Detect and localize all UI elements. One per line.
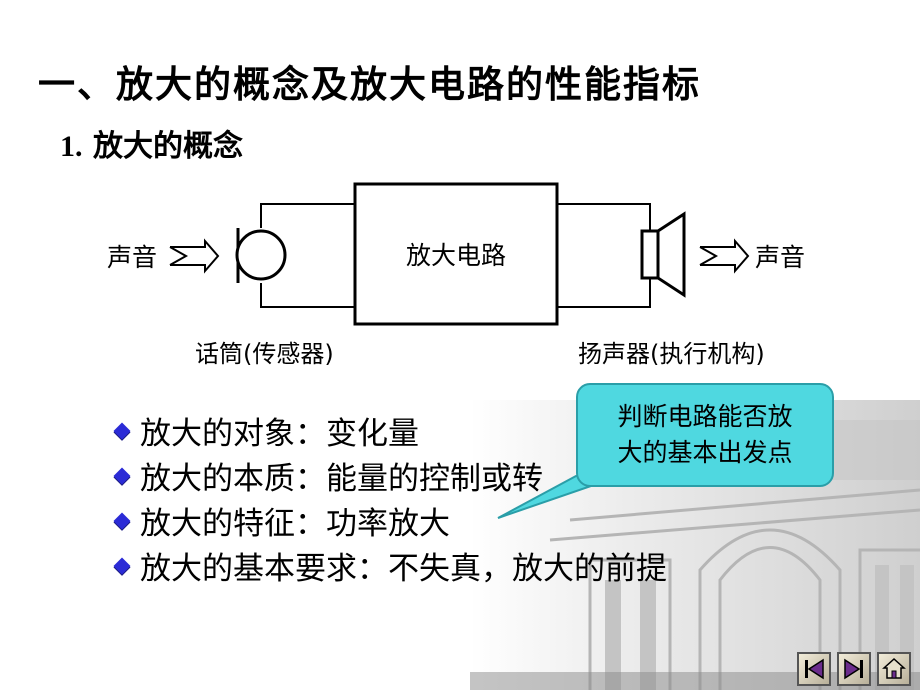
bullet-text: 放大的对象：变化量 — [140, 416, 419, 452]
diamond-bullet-icon — [113, 512, 131, 529]
slide-title: 一、放大的概念及放大电路的性能指标 — [38, 63, 701, 106]
output-wire-bottom — [557, 278, 651, 308]
sound-out-label: 声音 — [755, 243, 805, 272]
bullet-text: 放大的特征：功率放大 — [140, 506, 450, 542]
slide-navigation — [797, 652, 911, 686]
diamond-bullet-icon — [113, 557, 131, 574]
amplifier-box — [353, 182, 559, 326]
callout-line: 大的基本出发点 — [617, 438, 793, 467]
first-page-button[interactable] — [797, 652, 831, 686]
bullet-item: 放大的特征：功率放大 — [110, 498, 667, 543]
microphone-label: 话筒(传感器) — [195, 340, 334, 368]
bullet-item: 放大的基本要求：不失真，放大的前提 — [110, 543, 667, 588]
bullet-text: 放大的本质：能量的控制或转 — [140, 461, 543, 497]
home-icon — [882, 657, 906, 679]
section-number: 1. — [60, 130, 83, 163]
input-wire-top — [260, 203, 355, 228]
diamond-bullet-icon — [113, 467, 131, 484]
bullet-item: 放大的对象：变化量 — [110, 408, 667, 453]
speaker-cone-icon — [656, 211, 686, 298]
amplifier-block-diagram: 放大电路 声音 声音 话筒(传感器) 扬声器(执行机构) — [107, 182, 805, 368]
home-button[interactable] — [877, 652, 911, 686]
speaker-label: 扬声器(执行机构) — [578, 340, 765, 368]
output-wire-top — [557, 203, 651, 231]
section-heading-text: 放大的概念 — [92, 129, 243, 164]
diamond-bullet-icon — [113, 422, 131, 439]
callout-box: 判断电路能否放 大的基本出发点 — [576, 383, 834, 487]
next-page-icon — [844, 658, 863, 680]
section-heading: 1. 放大的概念 — [60, 121, 243, 165]
bullet-list: 放大的对象：变化量 放大的本质：能量的控制或转 放大的特征：功率放大 放大的基本… — [110, 408, 667, 588]
next-page-button[interactable] — [837, 652, 871, 686]
bullet-item: 放大的本质：能量的控制或转 — [110, 453, 667, 498]
speaker-magnet — [640, 229, 660, 280]
input-wire-bottom — [260, 283, 355, 308]
sound-in-label: 声音 — [107, 243, 157, 272]
amplifier-label: 放大电路 — [406, 241, 506, 270]
first-page-icon — [805, 658, 824, 680]
input-sound-arrow — [169, 238, 220, 274]
callout-line: 判断电路能否放 — [617, 402, 793, 431]
output-sound-arrow — [699, 238, 750, 274]
microphone-icon — [235, 229, 287, 281]
bullet-text: 放大的基本要求：不失真，放大的前提 — [140, 551, 667, 587]
